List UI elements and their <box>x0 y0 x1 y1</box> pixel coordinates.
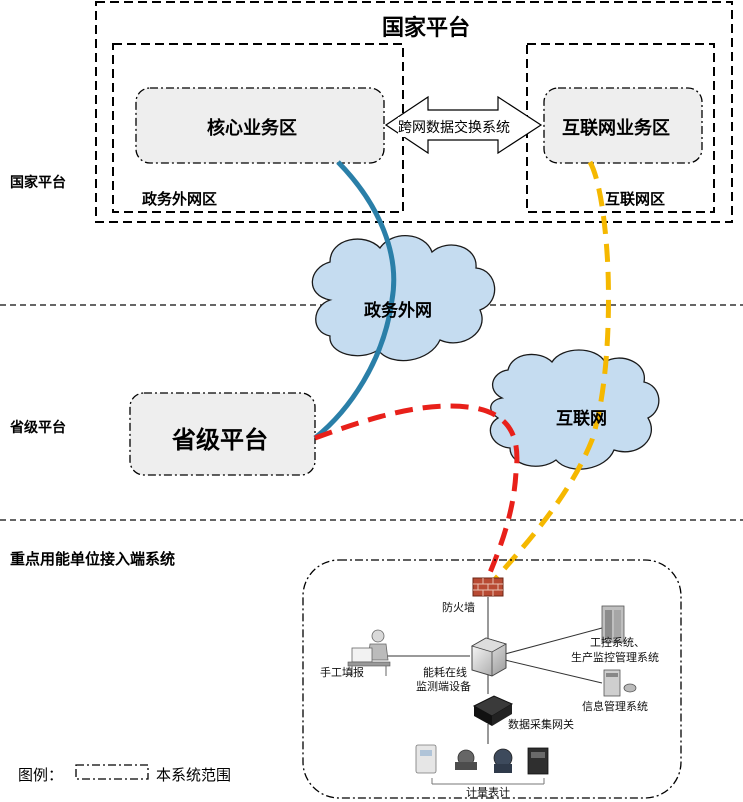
firewall-label: 防火墙 <box>442 602 475 614</box>
meters-icons <box>415 744 549 775</box>
provincial-box-label: 省级平台 <box>172 427 268 454</box>
exchange-system-label: 跨网数据交换系统 <box>398 117 510 137</box>
gov-extranet-cloud <box>311 235 496 362</box>
legend-sample-box <box>75 764 149 780</box>
ics-label-2: 生产监控管理系统 <box>571 652 659 664</box>
server-rack-icon <box>601 605 625 643</box>
national-platform-box <box>95 1 733 223</box>
ics-label-1: 工控系统、 <box>590 637 645 649</box>
internet-cloud-label: 互联网 <box>556 409 607 428</box>
enterprise-section-label: 重点用能单位接入端系统 <box>10 551 176 568</box>
gateway-label: 数据采集网关 <box>508 719 574 731</box>
monitor-device-icon <box>470 637 508 677</box>
national-box-title: 国家平台 <box>382 15 471 40</box>
legend-prefix: 图例： <box>18 767 64 784</box>
monitor-device-label-1: 能耗在线 <box>423 667 467 679</box>
provincial-internet-link <box>314 403 520 583</box>
legend-label: 本系统范围 <box>156 767 232 784</box>
manual-entry-label: 手工填报 <box>320 667 364 679</box>
core-business-zone-box <box>135 87 385 164</box>
enterprise-system-box <box>302 559 682 799</box>
computer-icon <box>603 669 637 697</box>
monitor-to-info-line <box>504 659 603 684</box>
internet-zone-box <box>526 43 715 213</box>
gov-extranet-zone-label: 政务外网区 <box>142 191 218 208</box>
gov-extranet-link <box>313 160 397 440</box>
info-system-label: 信息管理系统 <box>582 701 648 713</box>
internet-business-zone-label: 互联网业务区 <box>562 118 670 138</box>
gateway-icon <box>472 695 514 726</box>
monitor-to-ics-line <box>504 627 603 655</box>
internet-area-label: 互联网区 <box>605 191 666 208</box>
national-section-label: 国家平台 <box>10 174 66 190</box>
core-business-zone-label: 核心业务区 <box>207 118 297 138</box>
gov-extranet-cloud-label: 政务外网 <box>364 301 432 320</box>
internet-business-zone-box <box>543 87 703 164</box>
provincial-section-label: 省级平台 <box>10 419 66 435</box>
monitor-device-label-2: 监测端设备 <box>416 681 471 693</box>
gov-extranet-zone-box <box>112 43 404 213</box>
provincial-platform-box <box>129 392 316 476</box>
firewall-icon <box>472 577 504 597</box>
internet-cloud <box>489 349 660 470</box>
manual-entry-person-icon <box>347 629 391 676</box>
internet-link <box>488 160 611 587</box>
meters-label: 计量表计 <box>466 787 510 799</box>
